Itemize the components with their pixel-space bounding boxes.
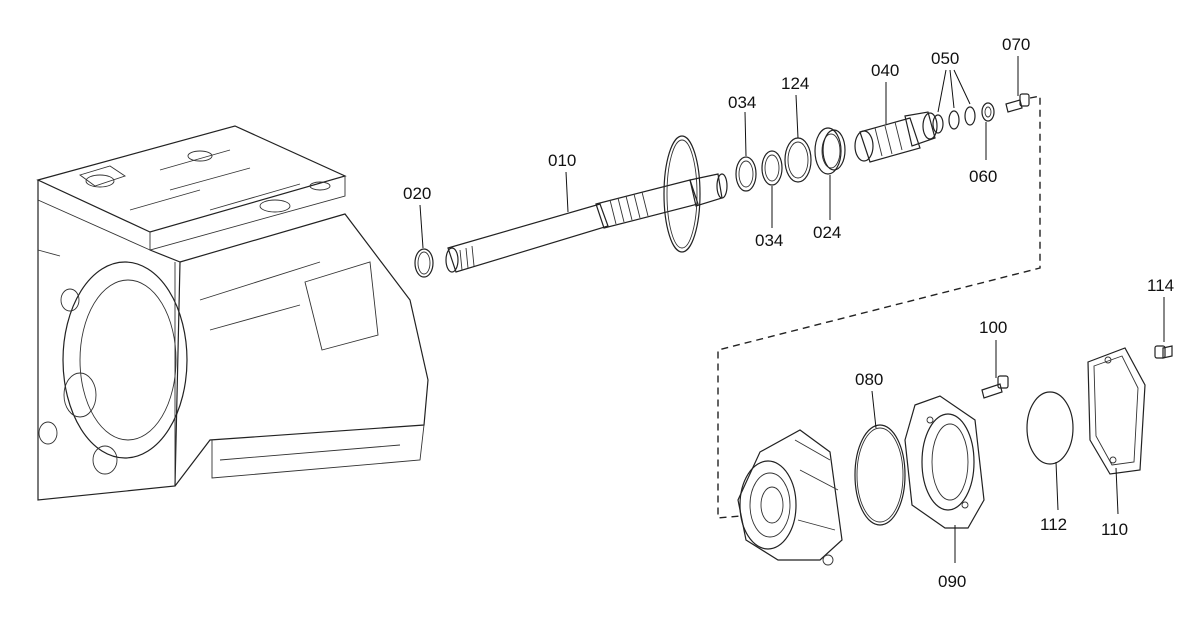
part-100-screw [981,375,1009,399]
part-040-splined-sleeve [854,111,938,163]
transmission-housing [36,125,429,501]
part-124-ring [784,137,812,183]
label-024: 024 [813,223,841,242]
assembly-dashed-line [717,95,1041,519]
label-034-bottom: 034 [755,231,783,250]
part-020-o-ring [414,248,434,278]
part-080-gasket [854,424,906,526]
label-034-top: 034 [728,93,756,112]
part-034-ring-a [735,156,757,192]
label-050: 050 [931,49,959,68]
label-020: 020 [403,184,431,203]
label-080: 080 [855,370,883,389]
label-060: 060 [969,167,997,186]
part-024-bearing [814,127,846,175]
part-050-ring-b [948,110,960,130]
part-112-gasket [1026,391,1074,465]
label-112: 112 [1040,515,1067,534]
part-114-plug [1154,345,1173,359]
label-100: 100 [979,318,1007,337]
part-034-ring-b [761,150,783,186]
part-090-cover [904,395,985,529]
callout-labels: 010 020 034 034 124 024 040 050 060 070 … [403,35,1174,591]
part-070-screw [1005,93,1030,113]
label-124: 124 [781,74,809,93]
part-110-cover-plate [1087,347,1146,475]
label-040: 040 [871,61,899,80]
label-114: 114 [1147,276,1174,295]
label-110: 110 [1101,520,1128,539]
label-070: 070 [1002,35,1030,54]
pump-housing [737,429,843,566]
part-010-input-shaft [445,135,728,273]
leader-lines [419,56,1165,563]
part-060-nut [981,102,995,122]
label-010: 010 [548,151,576,170]
part-050-ring-a [932,114,944,134]
part-050-ring-c [964,106,976,126]
label-090: 090 [938,572,966,591]
